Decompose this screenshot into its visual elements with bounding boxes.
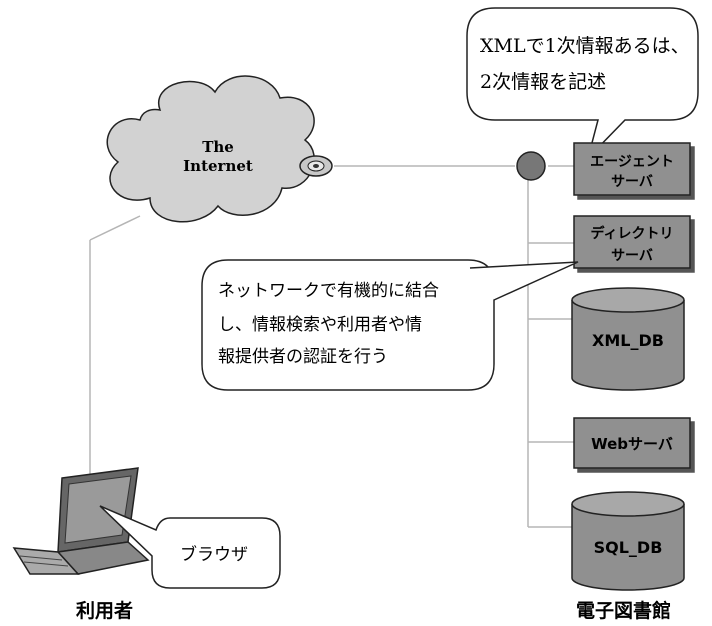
callout-middle-line3: 報提供者の認証を行う <box>218 347 388 367</box>
callout-middle-line2: し、情報検索や利用者や情 <box>218 315 422 335</box>
laptop-icon <box>12 467 150 575</box>
user-label: 利用者 <box>76 600 133 622</box>
cloud-label-line1: The <box>202 138 234 156</box>
web-server-label: Webサーバ <box>591 435 673 453</box>
callout-middle <box>201 259 579 391</box>
callout-top-line1: XMLで1次情報あるは、 <box>480 35 690 57</box>
callout-browser-label: ブラウザ <box>180 544 248 565</box>
agent-server-label-line2: サーバ <box>611 174 653 190</box>
network-hub-node <box>516 151 546 181</box>
callout-middle-line1: ネットワークで有機的に結合 <box>218 281 439 301</box>
sql-db-cylinder <box>571 491 685 591</box>
web-server-box <box>573 417 691 469</box>
callout-top-line2: 2次情報を記述 <box>480 71 606 93</box>
agent-server-box <box>573 142 691 196</box>
library-label: 電子図書館 <box>576 599 671 622</box>
cloud-connector-icon <box>299 155 333 177</box>
internet-cloud <box>106 75 315 223</box>
directory-server-box <box>573 215 691 269</box>
agent-server-label-line1: エージェント <box>590 154 674 170</box>
user-line-top <box>89 215 141 241</box>
directory-server-label-line1: ディレクトリ <box>590 225 673 242</box>
connection-lines <box>89 165 574 528</box>
sql-db-label: SQL_DB <box>594 538 663 557</box>
callout-browser <box>99 505 281 589</box>
callout-top <box>466 7 699 161</box>
xml-db-cylinder <box>571 287 685 391</box>
xml-db-label: XML_DB <box>592 331 664 350</box>
cloud-label-line2: Internet <box>183 157 253 175</box>
directory-server-label-line2: サーバ <box>611 248 653 264</box>
